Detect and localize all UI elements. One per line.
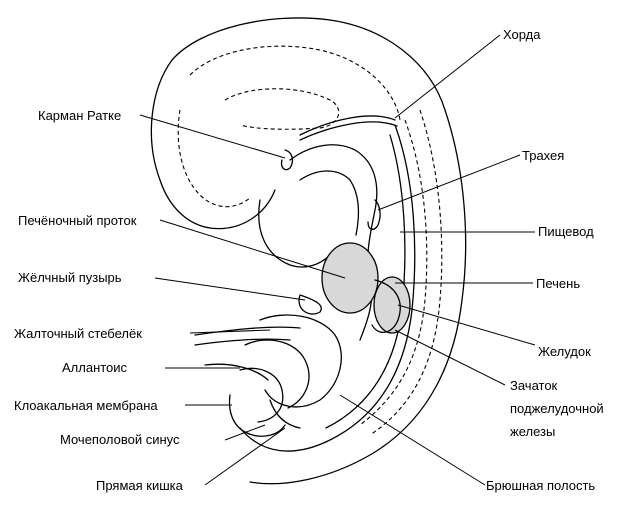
label-trachea: Трахея xyxy=(522,148,564,163)
leader-stomach xyxy=(397,304,536,346)
label-liver: Печень xyxy=(536,276,580,291)
label-cloacal-membrane: Клоакальная мембрана xyxy=(14,398,158,413)
yolk-stalk-shape-2 xyxy=(194,338,291,346)
gallbladder-shape xyxy=(298,294,322,315)
stomach-shape xyxy=(371,279,401,333)
label-pancreas-2: поджелудочной xyxy=(510,401,604,416)
intestinal-loop-1 xyxy=(259,314,342,408)
leader-abdominal-cavity xyxy=(339,394,486,486)
allantois-shape xyxy=(204,363,269,381)
back-dashed-inner xyxy=(359,119,428,426)
intestinal-loop-2 xyxy=(244,339,310,409)
embryo-drawing xyxy=(150,17,467,485)
outer-body-outline xyxy=(171,17,467,485)
label-pancreas-1: Зачаток xyxy=(510,378,558,393)
notochord xyxy=(299,115,396,136)
label-abdominal-cavity: Брюшная полость xyxy=(486,478,595,493)
liver-shape xyxy=(321,242,379,314)
head-dashed-contour xyxy=(189,45,401,121)
head-inner-dashed xyxy=(177,109,251,208)
label-yolk-stalk: Жалточный стебелёк xyxy=(14,326,142,341)
pharynx xyxy=(258,199,331,268)
leader-rectum xyxy=(204,427,286,486)
liver-shape-right xyxy=(373,276,411,334)
notochord-lower xyxy=(299,121,398,141)
trachea-shape xyxy=(367,199,381,230)
label-allantois: Аллантоис xyxy=(62,360,128,375)
label-esophagus: Пищевод xyxy=(538,224,594,239)
label-rathke-pouch: Карман Ратке xyxy=(38,108,121,123)
leader-hepatic-duct xyxy=(159,219,346,279)
rathke-pouch-shape xyxy=(280,149,294,171)
label-urogenital-sinus: Мочеполовой синус xyxy=(60,432,180,447)
label-stomach: Желудок xyxy=(538,344,591,359)
cloaca-shape xyxy=(228,394,286,437)
back-dashed-outer xyxy=(369,109,443,436)
brain-dashed xyxy=(224,88,340,130)
label-chorda: Хорда xyxy=(503,27,541,42)
leader-rathke xyxy=(139,114,286,159)
label-hepatic-duct: Печёночный проток xyxy=(18,213,137,228)
leader-lines xyxy=(139,34,536,486)
leader-chorda xyxy=(394,34,501,119)
leader-gallbladder xyxy=(154,277,306,301)
rectum-shape xyxy=(269,399,301,429)
label-gallbladder: Жёлчный пузырь xyxy=(18,270,122,285)
yolk-stalk-shape xyxy=(194,326,301,336)
label-rectum: Прямая кишка xyxy=(96,478,184,493)
gut-tube-back xyxy=(299,170,360,236)
neural-tube xyxy=(239,124,416,452)
leader-trachea xyxy=(377,154,521,211)
text-labels: Хорда Карман Ратке Трахея Печёночный про… xyxy=(14,27,604,493)
intestinal-loop-3 xyxy=(239,367,284,423)
head-outline xyxy=(150,59,276,230)
label-pancreas-3: железы xyxy=(510,424,555,439)
leader-pancreas xyxy=(394,329,506,386)
leader-yolk-stalk xyxy=(189,329,271,334)
leader-urogenital-sinus xyxy=(224,424,266,441)
